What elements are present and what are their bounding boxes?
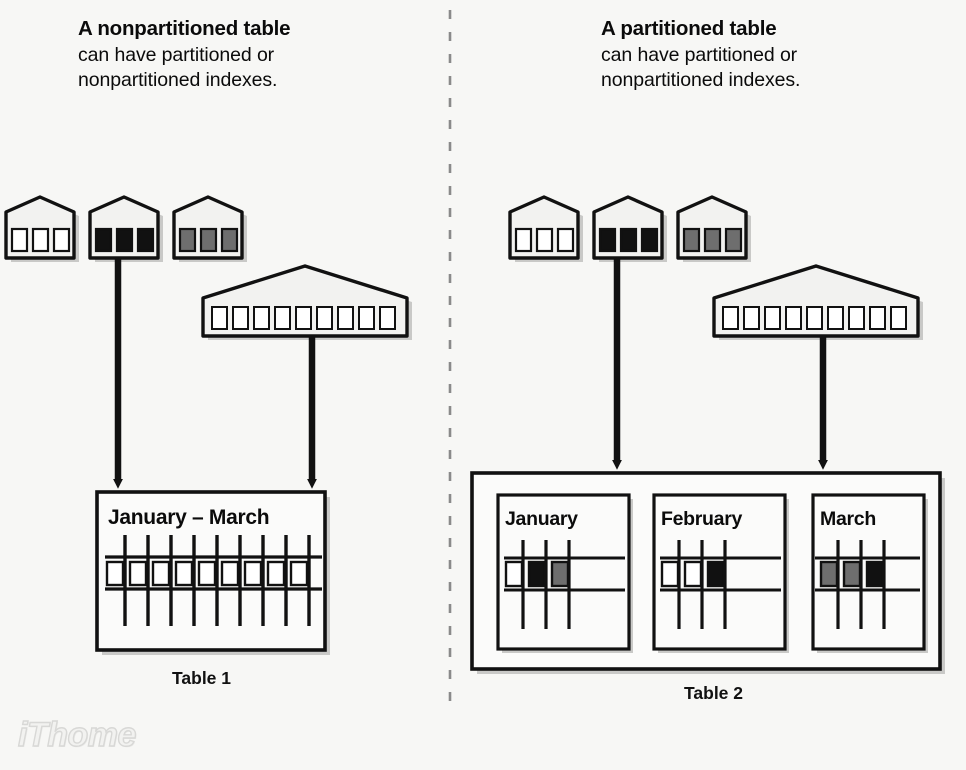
ithome-watermark: iThome (17, 715, 137, 754)
left-heading-line2: can have partitioned or (78, 43, 275, 66)
index-segment-black (592, 195, 664, 260)
partition-march-row-rules (815, 556, 920, 592)
right-panel-heading: A partitioned table can have partitioned… (601, 16, 800, 93)
index-segment-gray (172, 195, 244, 260)
left-heading-line3: nonpartitioned indexes. (78, 68, 278, 91)
right-heading-bold: A partitioned table (601, 17, 777, 40)
table-1-caption: Table 1 (172, 668, 232, 688)
partition-january (496, 493, 633, 653)
partition-february-row-rules (660, 556, 781, 592)
partition-january-row-cells (504, 560, 570, 588)
right-heading-line3: nonpartitioned indexes. (601, 68, 801, 91)
partition-february-row-cells (660, 560, 726, 588)
partition-february (652, 493, 789, 653)
partition-march (811, 493, 928, 653)
partition-february-title: February (661, 508, 743, 530)
index-segment-white (4, 195, 76, 260)
right-partitioned-index-group (508, 195, 751, 262)
table-2 (470, 471, 945, 674)
table-1-row-cells (105, 560, 309, 587)
index-segment-white (508, 195, 580, 260)
right-heading-line2: can have partitioned or (601, 43, 798, 66)
table-2-caption: Table 2 (684, 683, 744, 703)
table-1-title: January – March (108, 506, 270, 529)
index-segment-black (88, 195, 160, 260)
left-heading-bold: A nonpartitioned table (78, 17, 291, 40)
index-segment-gray (676, 195, 748, 260)
partition-january-row-rules (504, 556, 625, 592)
left-partitioned-index-group (4, 195, 247, 262)
table-1-column-rules (123, 535, 311, 626)
partition-january-title: January (505, 508, 578, 530)
left-nonpartitioned-index (201, 264, 412, 340)
table-1 (95, 490, 330, 655)
left-panel-heading: A nonpartitioned table can have partitio… (78, 16, 291, 93)
right-nonpartitioned-index (712, 264, 923, 340)
partition-march-title: March (820, 508, 876, 530)
table-1-row-rules (105, 555, 322, 591)
partition-march-row-cells (819, 560, 885, 588)
